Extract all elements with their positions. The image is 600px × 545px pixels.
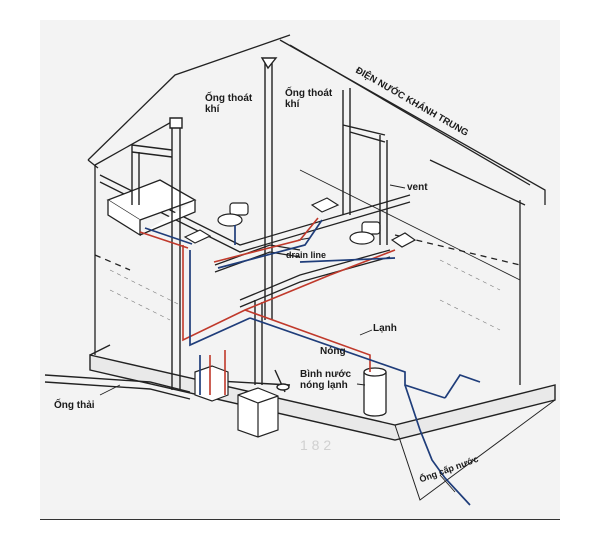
hot-water-pipes [139,217,396,395]
label-waste-pipe: Ống thải [54,400,95,411]
label-hot: Nóng [320,346,346,357]
label-cold: Lạnh [373,323,397,334]
label-drain-line: drain line [286,250,327,260]
sink-right [390,232,417,248]
waste-main [44,369,291,400]
cold-water-pipes [144,219,481,506]
label-vent-pipe-left: Ống thoát khí [205,93,253,115]
water-heater-tank [363,367,387,417]
sink-middle [310,197,340,213]
bathtub [106,179,197,237]
label-vent-pipe-right: Ống thoát khí [285,88,333,110]
leader-lines [99,329,456,493]
toilet-right [349,221,381,245]
label-water-heater: Bình nước nóng lạnh [300,369,352,391]
base-tanks [194,365,279,438]
paper-background [40,20,560,520]
toilet-left [217,202,249,227]
floor-slab [89,344,556,501]
scan-numerals: 1 8 2 [300,437,331,453]
vent-stacks [131,57,406,390]
sink-left [183,229,212,244]
bottom-divider [40,519,560,520]
label-vent: vent [407,182,428,193]
